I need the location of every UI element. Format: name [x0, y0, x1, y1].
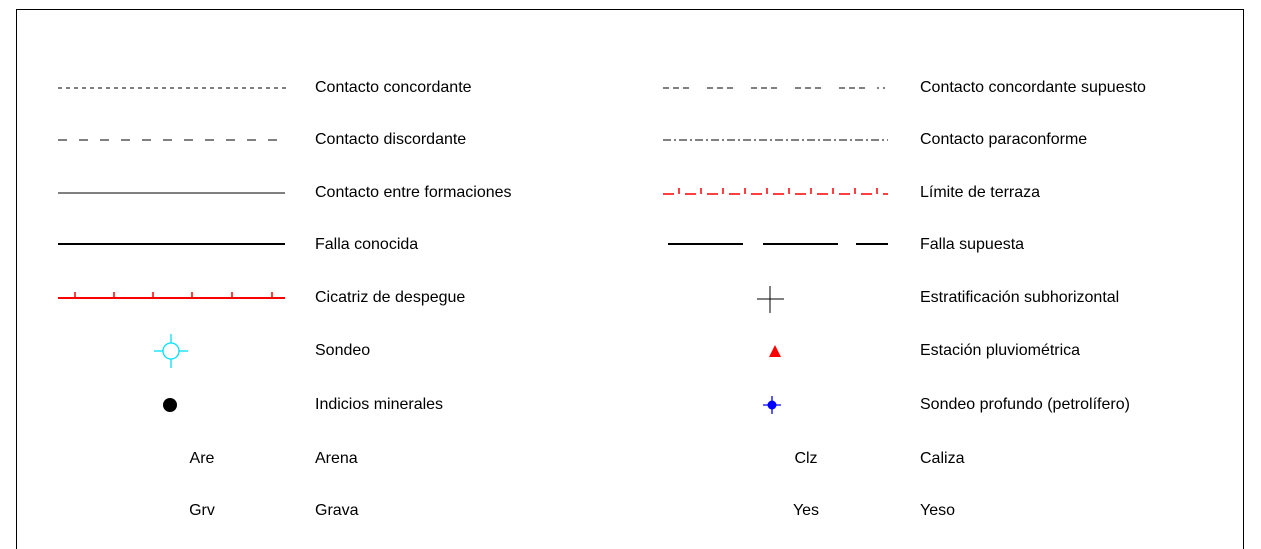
legend-label-sondeo-profundo: Sondeo profundo (petrolífero) — [920, 396, 1130, 413]
legend-label-grava: Grava — [315, 502, 359, 519]
legend-label-cicatriz-de-despegue: Cicatriz de despegue — [315, 289, 466, 306]
blue-deep-borehole-icon — [763, 396, 781, 414]
legend-label-sondeo: Sondeo — [315, 342, 371, 359]
red-triangle-icon — [769, 345, 781, 357]
legend-code-are: Are — [189, 450, 215, 467]
legend-label-contacto-concordante-supuesto: Contacto concordante supuesto — [920, 79, 1146, 96]
legend-code-grv: Grv — [189, 502, 215, 519]
cyan-borehole-icon — [154, 334, 188, 368]
legend-code-clz: Clz — [794, 450, 818, 467]
legend-label-contacto-paraconforme: Contacto paraconforme — [920, 131, 1088, 148]
red-ticked-line-symbol — [58, 292, 285, 299]
black-dot-icon — [163, 398, 177, 412]
legend-label-yeso: Yeso — [920, 502, 955, 519]
legend-code-yes: Yes — [792, 502, 820, 519]
red-terrace-line-symbol — [663, 188, 888, 195]
legend-label-indicios-minerales: Indicios minerales — [315, 396, 444, 413]
legend-label-estratificacion-subhorizontal: Estratificación subhorizontal — [920, 289, 1120, 306]
legend-label-limite-de-terraza: Límite de terraza — [920, 184, 1041, 201]
legend-label-contacto-concordante: Contacto concordante — [315, 79, 472, 96]
legend-label-falla-conocida: Falla conocida — [315, 236, 419, 253]
legend-label-arena: Arena — [315, 450, 358, 467]
legend-label-contacto-entre-formaciones: Contacto entre formaciones — [315, 184, 512, 201]
legend-label-caliza: Caliza — [920, 450, 965, 467]
legend-frame — [16, 9, 1244, 549]
plus-icon — [757, 286, 784, 313]
legend-label-estacion-pluviometrica: Estación pluviométrica — [920, 342, 1081, 359]
legend-label-contacto-discordante: Contacto discordante — [315, 131, 467, 148]
legend-label-falla-supuesta: Falla supuesta — [920, 236, 1025, 253]
